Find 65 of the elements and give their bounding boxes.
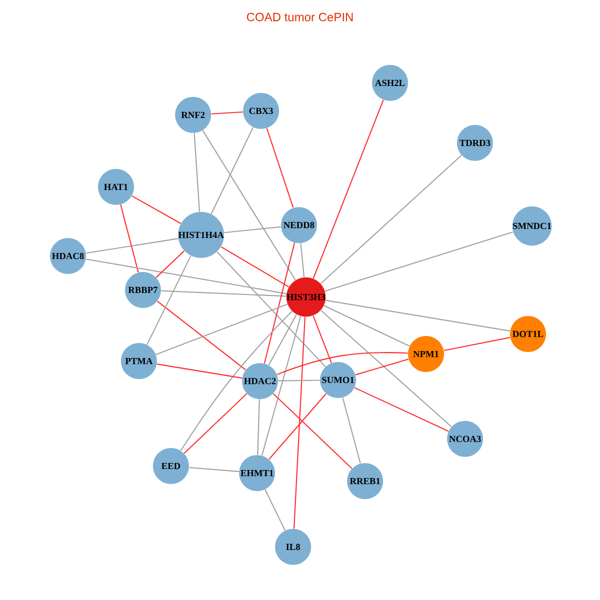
network-node: CBX3 bbox=[243, 92, 280, 129]
network-node: RREB1 bbox=[347, 463, 384, 500]
network-node: HDAC2 bbox=[242, 363, 278, 400]
network-node: SUMO1 bbox=[320, 362, 356, 398]
edge-line bbox=[444, 336, 510, 351]
edge-line bbox=[354, 387, 449, 432]
edge-line bbox=[326, 300, 510, 332]
network-node: HAT1 bbox=[98, 168, 134, 205]
edge-line bbox=[86, 258, 286, 294]
edge-line bbox=[156, 364, 242, 379]
edge-line bbox=[268, 314, 297, 366]
network-node: RBBP7 bbox=[124, 272, 161, 308]
edge-line bbox=[278, 380, 320, 382]
edge-line bbox=[312, 315, 332, 364]
edge-line bbox=[220, 246, 290, 288]
edge-line bbox=[161, 290, 286, 297]
edge-line bbox=[257, 399, 260, 455]
edge-line bbox=[261, 316, 302, 456]
edge-line bbox=[272, 393, 352, 469]
edge-line bbox=[146, 256, 192, 345]
edge-line bbox=[264, 489, 286, 531]
title: COAD tumor CePIN bbox=[246, 12, 353, 22]
edge-line bbox=[120, 204, 139, 272]
network-node: TDRD3 bbox=[456, 124, 493, 161]
edge-line bbox=[320, 310, 452, 428]
edge-line bbox=[194, 133, 200, 212]
edge-line bbox=[320, 154, 462, 284]
edge-line bbox=[268, 393, 326, 460]
edge-line bbox=[276, 352, 408, 375]
edge-line bbox=[355, 358, 409, 376]
edge-line bbox=[312, 100, 384, 279]
network-node: DOT1L bbox=[510, 316, 546, 352]
edge-line bbox=[156, 250, 185, 278]
edge-line bbox=[324, 231, 514, 292]
edge-line bbox=[210, 127, 254, 214]
network-node: EHMT1 bbox=[239, 455, 276, 492]
edge-line bbox=[264, 242, 296, 364]
network-node: PTMA bbox=[120, 343, 157, 380]
edge-line bbox=[86, 238, 178, 254]
edge-line bbox=[224, 226, 281, 234]
edge-line bbox=[342, 398, 361, 464]
edge-line bbox=[216, 251, 326, 368]
edge-line bbox=[132, 195, 182, 224]
network-node: NCOA3 bbox=[447, 420, 484, 457]
edge-line bbox=[202, 130, 296, 280]
edge-line bbox=[180, 310, 292, 451]
network-node: HDAC8 bbox=[50, 238, 86, 274]
edge-line bbox=[300, 243, 305, 278]
network-node: IL8 bbox=[275, 528, 312, 565]
network-node: NEDD8 bbox=[280, 207, 317, 244]
network-node: ASH2L bbox=[372, 64, 408, 101]
network-node: HIST1H4A bbox=[178, 212, 224, 258]
edge-line bbox=[324, 305, 410, 347]
edge-line bbox=[184, 393, 248, 454]
network-node: RNF2 bbox=[175, 96, 212, 133]
edge-line bbox=[293, 316, 306, 529]
edge-line bbox=[156, 304, 288, 356]
network-node: HIST3H3 bbox=[286, 277, 326, 317]
edge-line bbox=[266, 128, 294, 208]
edge-line bbox=[189, 466, 239, 472]
network-node: SMNDC1 bbox=[512, 206, 552, 246]
edge-line bbox=[157, 300, 246, 370]
edge-line bbox=[211, 111, 243, 114]
network-node: EED bbox=[152, 448, 189, 484]
network-node: NPM1 bbox=[408, 336, 444, 372]
